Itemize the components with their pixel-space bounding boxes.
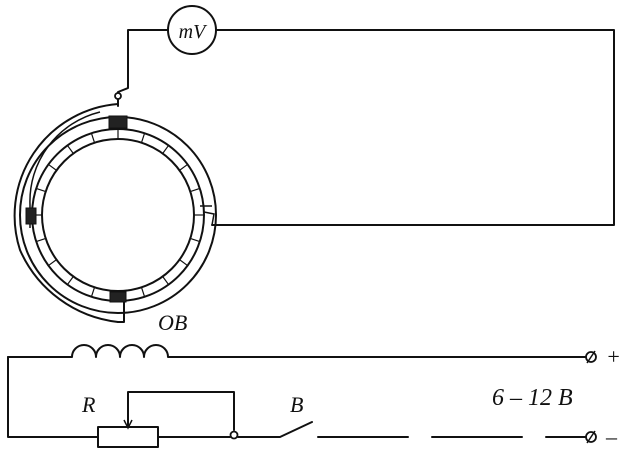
brush-bottom xyxy=(109,291,127,303)
segment-tick xyxy=(48,163,57,171)
millivoltmeter: mV xyxy=(167,5,217,55)
meter-wire-left xyxy=(117,29,169,101)
segment-tick xyxy=(90,133,96,143)
minus-terminal-slash xyxy=(586,430,596,444)
brush-left xyxy=(25,207,37,225)
rheostat: R xyxy=(81,391,235,448)
field-winding: ОВ xyxy=(7,310,587,358)
switch-blade xyxy=(237,421,313,438)
outer-winding-loop xyxy=(13,99,119,323)
ring-inner xyxy=(41,138,195,292)
rheostat-body xyxy=(97,426,159,448)
ring-outer xyxy=(19,116,217,314)
supply-plus-terminal: + xyxy=(585,344,621,369)
meter-label: mV xyxy=(179,21,208,43)
supply-minus-terminal: – xyxy=(585,424,618,449)
minus-label: – xyxy=(605,424,618,449)
segment-tick xyxy=(36,237,46,243)
top-junction xyxy=(114,92,122,100)
segment-tick xyxy=(179,163,188,171)
segment-tick xyxy=(190,237,200,243)
segment-tick xyxy=(90,287,96,297)
brush-right xyxy=(200,205,215,226)
plus-terminal-slash xyxy=(586,350,596,364)
switch: В xyxy=(237,392,313,438)
segment-tick xyxy=(48,259,57,267)
meter-wire-right xyxy=(211,29,615,226)
field-coil xyxy=(7,344,587,358)
segment-tick xyxy=(162,145,170,154)
ring-middle xyxy=(31,128,205,302)
segment-tick xyxy=(162,276,170,285)
commutator-segments xyxy=(32,129,204,301)
segment-tick xyxy=(140,287,146,297)
armature-ring xyxy=(19,116,217,314)
rheostat-arrow xyxy=(123,419,133,430)
left-vertical-wire xyxy=(7,356,99,438)
voltage-label: 6 – 12 В xyxy=(492,385,573,411)
plus-label: + xyxy=(606,344,621,369)
segment-tick xyxy=(140,133,146,143)
segment-tick xyxy=(66,276,74,285)
switch-label: В xyxy=(290,392,303,417)
segment-tick xyxy=(179,259,188,267)
bottom-lead xyxy=(117,299,125,323)
rheostat-label: R xyxy=(81,392,96,417)
segment-tick xyxy=(190,187,200,193)
segment-tick xyxy=(66,145,74,154)
field-winding-label: ОВ xyxy=(158,310,187,335)
rheostat-slider xyxy=(127,391,235,431)
switch-left-terminal xyxy=(229,430,239,440)
brush-top xyxy=(108,115,128,129)
inner-left-lead xyxy=(29,111,101,228)
segment-tick xyxy=(36,187,46,193)
